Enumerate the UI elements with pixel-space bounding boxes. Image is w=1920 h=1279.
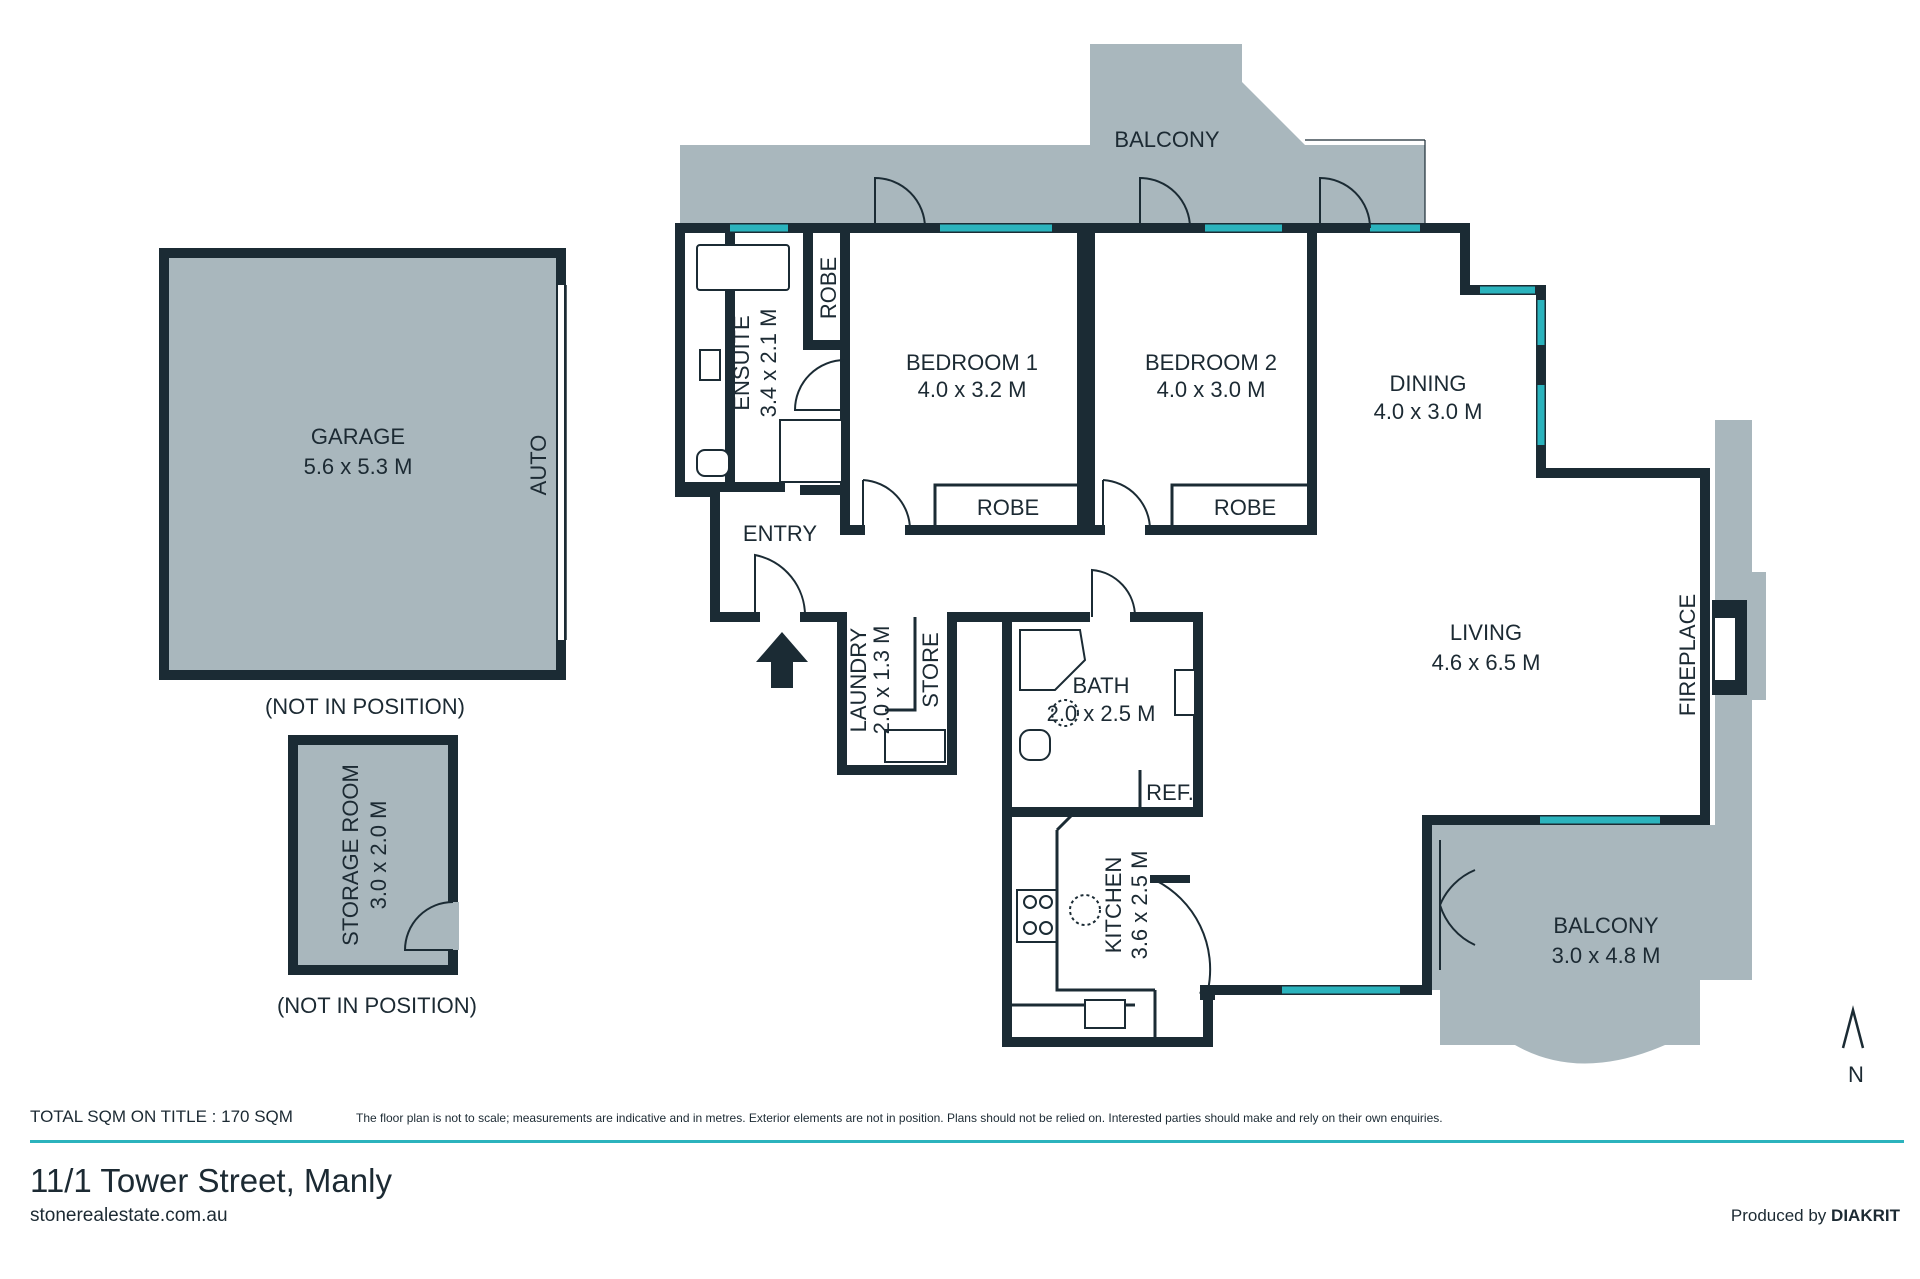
bedroom2-size: 4.0 x 3.0 M [1157, 377, 1266, 402]
disclaimer: The floor plan is not to scale; measurem… [356, 1111, 1443, 1125]
storage-name: STORAGE ROOM [338, 764, 363, 946]
dining-name: DINING [1390, 371, 1467, 396]
shower-ensuite [779, 419, 843, 483]
basin-bath [1174, 669, 1196, 716]
balcony-living [1427, 420, 1766, 1064]
bath-name: BATH [1072, 673, 1129, 698]
storage-not-in-position: (NOT IN POSITION) [277, 993, 477, 1018]
storage-room: STORAGE ROOM 3.0 x 2.0 M [288, 735, 459, 975]
total-area: TOTAL SQM ON TITLE : 170 SQM [30, 1107, 293, 1126]
laundry-sink [884, 729, 946, 763]
store-name: STORE [918, 632, 943, 707]
balcony-top [680, 44, 1425, 228]
ref-label: REF. [1146, 780, 1194, 805]
laundry-name: LAUNDRY [846, 627, 871, 732]
garage-auto-label: AUTO [526, 435, 551, 496]
producer-brand: DIAKRIT [1831, 1206, 1900, 1225]
dining-size: 4.0 x 3.0 M [1374, 399, 1483, 424]
balcony-top-name: BALCONY [1114, 127, 1219, 152]
robe-bedroom1-label: ROBE [977, 495, 1039, 520]
producer-credit: Produced by DIAKRIT [1731, 1206, 1900, 1226]
fixtures [696, 244, 1747, 1029]
bath-shower [1019, 629, 1087, 691]
storage-size: 3.0 x 2.0 M [366, 801, 391, 910]
doors [754, 176, 1476, 991]
footer-divider [30, 1140, 1904, 1143]
bath-size: 2.0 x 2.5 M [1047, 701, 1156, 726]
producer-prefix: Produced by [1730, 1206, 1832, 1225]
agency-website: stonerealestate.com.au [30, 1205, 228, 1226]
basin-ensuite [699, 349, 721, 381]
robe-bedroom2-label: ROBE [1214, 495, 1276, 520]
compass-label: N [1848, 1062, 1864, 1087]
garage-not-in-position: (NOT IN POSITION) [265, 694, 465, 719]
living-size: 4.6 x 6.5 M [1432, 650, 1541, 675]
living-name: LIVING [1450, 620, 1522, 645]
bathtub-ensuite [696, 244, 790, 291]
ensuite-name: ENSUITE [729, 315, 754, 410]
balcony-living-size: 3.0 x 4.8 M [1552, 943, 1661, 968]
windows [730, 224, 1660, 994]
compass-icon: N [1841, 1005, 1865, 1087]
kitchen-sink [1084, 999, 1126, 1029]
kitchen-name: KITCHEN [1101, 857, 1126, 954]
bedroom2-name: BEDROOM 2 [1145, 350, 1277, 375]
entry-arrow-icon [756, 632, 808, 688]
garage-name: GARAGE [311, 424, 405, 449]
property-address: 11/1 Tower Street, Manly [30, 1162, 392, 1199]
entry-name: ENTRY [743, 521, 817, 546]
toilet-bath [1019, 729, 1051, 761]
bedroom1-name: BEDROOM 1 [906, 350, 1038, 375]
garage-size: 5.6 x 5.3 M [304, 454, 413, 479]
garage: GARAGE 5.6 x 5.3 M AUTO [159, 248, 567, 680]
balcony-living-name: BALCONY [1553, 913, 1658, 938]
kitchen-size: 3.6 x 2.5 M [1127, 851, 1152, 960]
bedroom1-size: 4.0 x 3.2 M [918, 377, 1027, 402]
toilet-ensuite [696, 449, 730, 477]
ensuite-size: 3.4 x 2.1 M [756, 309, 781, 418]
robe-ensuite-label: ROBE [816, 257, 841, 319]
laundry-size: 2.0 x 1.3 M [869, 626, 894, 735]
fireplace-label: FIREPLACE [1675, 594, 1700, 716]
